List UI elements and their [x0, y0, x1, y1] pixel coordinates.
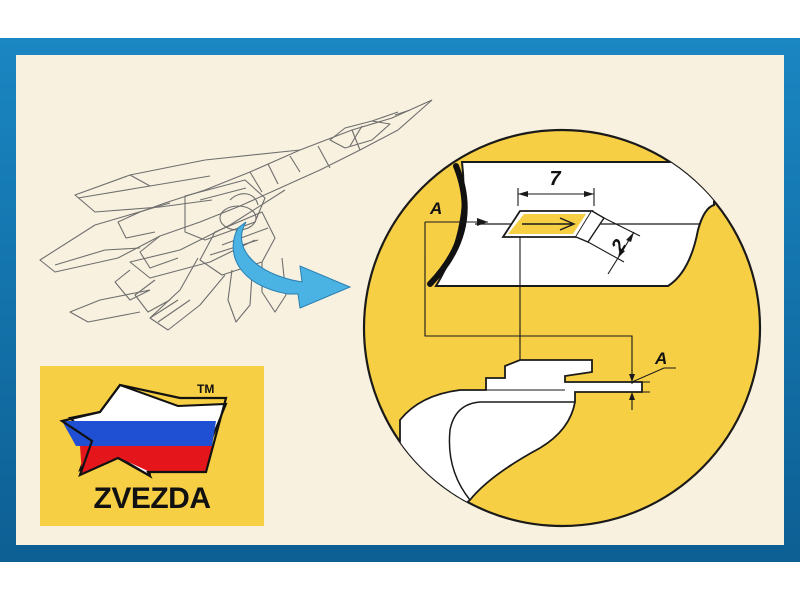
- part-side-inner-curve: [448, 401, 575, 501]
- section-cut-edge: [427, 163, 468, 287]
- logo-emblem-icon: [59, 383, 228, 479]
- aircraft-icon: [39, 99, 433, 331]
- section-label-top: A: [429, 199, 442, 218]
- logo-trademark: TM: [197, 382, 214, 396]
- dimension-2-arrowheads: [618, 232, 634, 258]
- detail-content: 7 2 A A: [399, 161, 715, 526]
- callout-arrow-icon: [232, 221, 352, 309]
- section-leader-top-arrowhead: [477, 218, 488, 226]
- logo-brand-name: ZVEZDA: [94, 482, 211, 515]
- section-label-bottom: A: [654, 349, 667, 368]
- slot-side-face: [575, 210, 605, 243]
- dimension-width-label: 7: [549, 168, 561, 190]
- dimension-2-leader: [607, 257, 619, 275]
- slot-arrow-icon: [522, 217, 576, 231]
- section-dimension-bottom-arrowheads: [629, 374, 635, 400]
- dimension-7-lines: [517, 188, 595, 206]
